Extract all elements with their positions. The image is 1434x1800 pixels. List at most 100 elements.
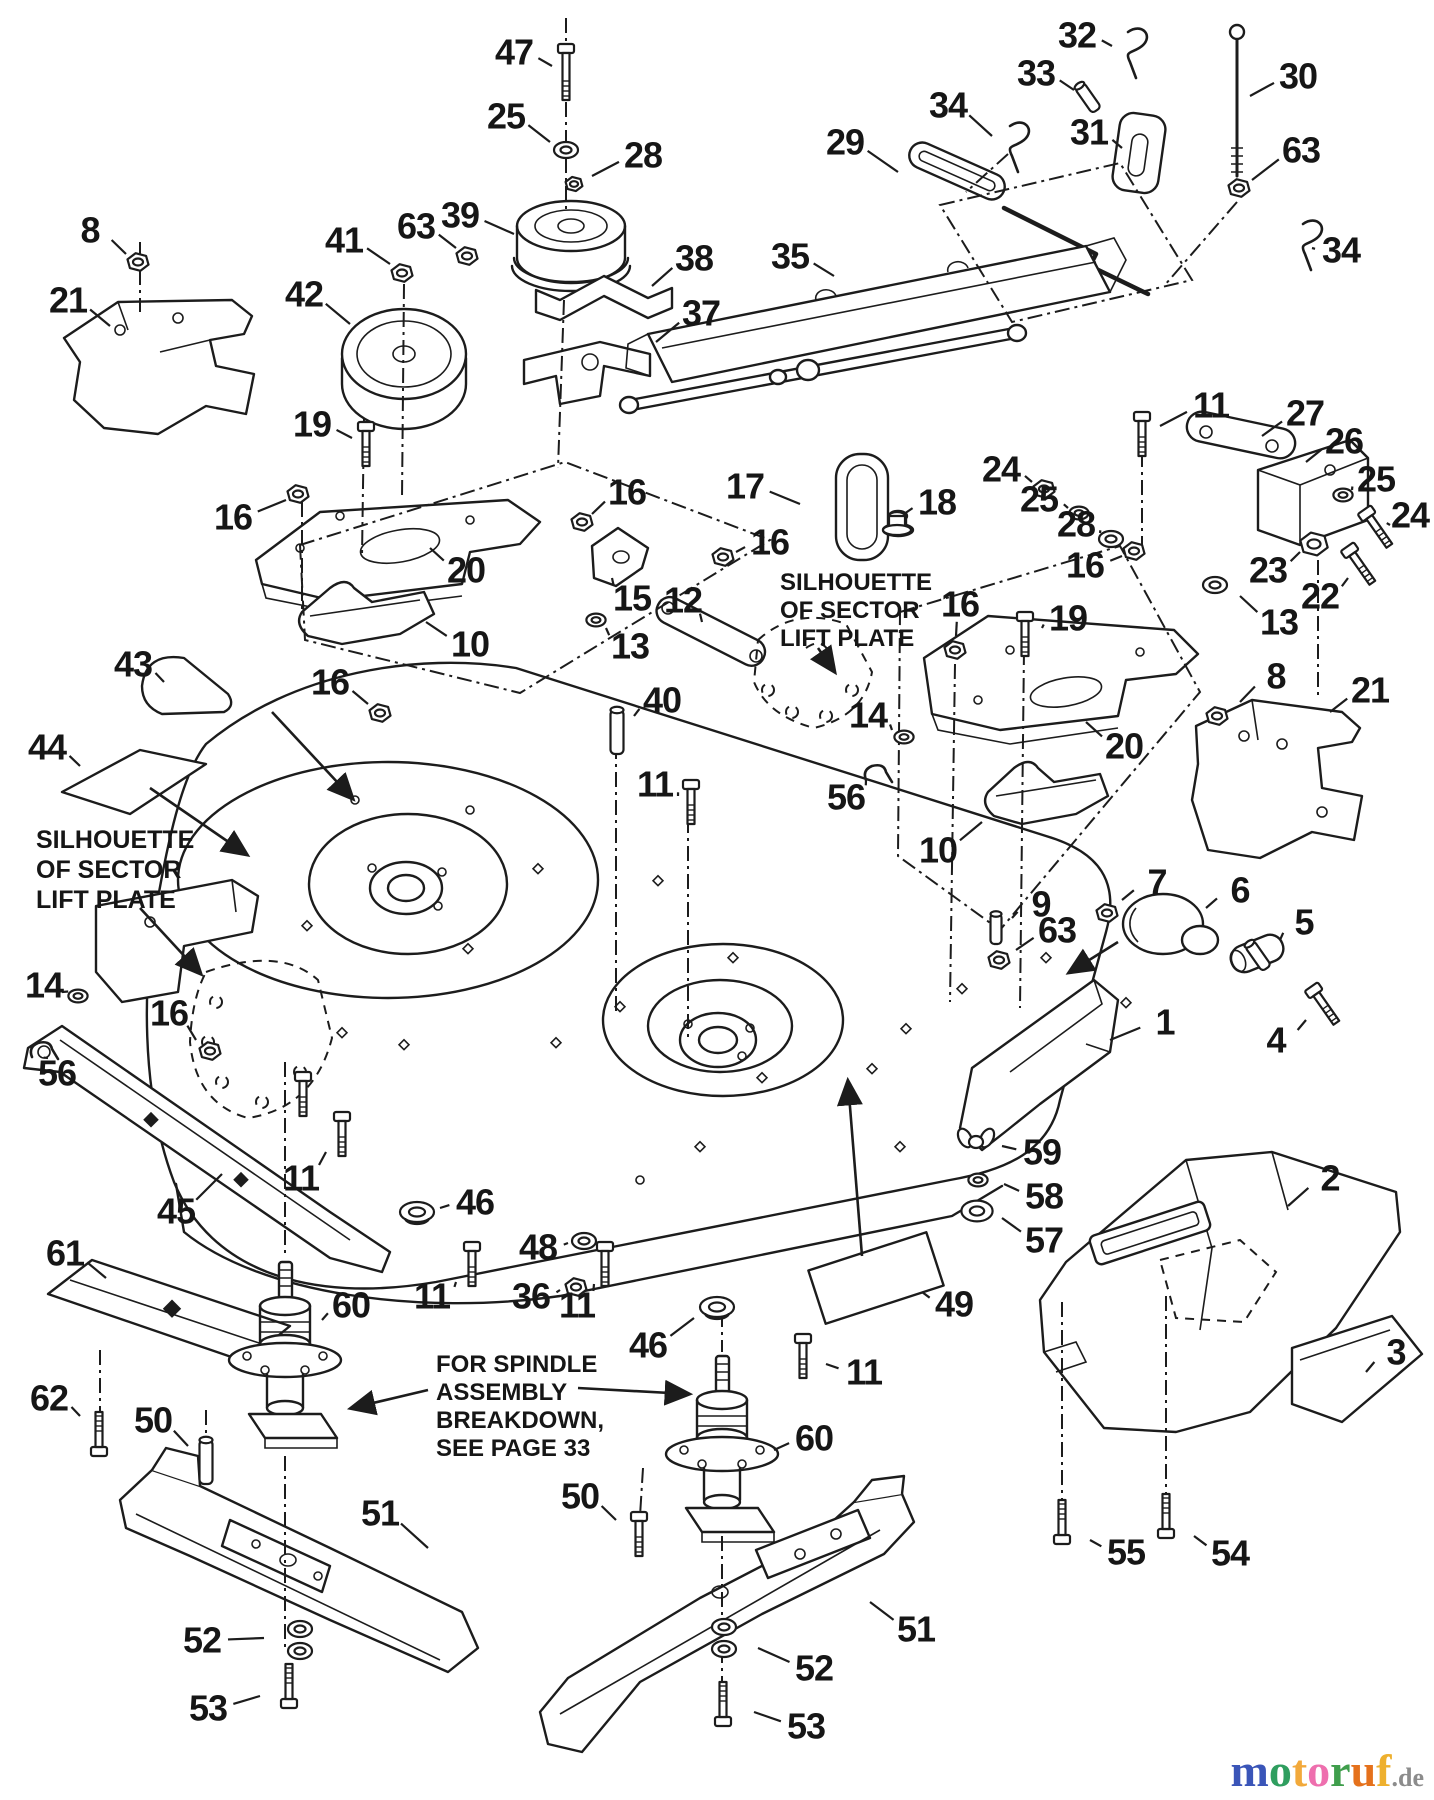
callout-41: 41	[325, 220, 364, 261]
leader-line-29	[866, 149, 899, 173]
callout-36: 36	[512, 1276, 550, 1317]
arrow-5	[577, 1379, 694, 1406]
leader-line-46	[439, 1203, 450, 1210]
leader-line-62	[70, 1406, 81, 1417]
leader-line-45	[195, 1173, 223, 1201]
bolt-icon	[356, 420, 376, 468]
callout-14: 14	[849, 695, 888, 736]
leader-line-53	[753, 1710, 782, 1723]
nut-icon	[286, 484, 310, 504]
leader-line-16	[1109, 554, 1123, 562]
bolt-ang-icon	[1304, 981, 1341, 1026]
callout-14: 14	[25, 965, 64, 1006]
decal-49	[807, 1231, 945, 1325]
pad-43	[140, 655, 233, 716]
idler-pulley-39	[510, 199, 632, 293]
leader-line-63	[1015, 936, 1035, 951]
leader-line-63	[438, 233, 457, 249]
leader-line-58	[1003, 1182, 1020, 1192]
callout-53: 53	[787, 1706, 825, 1747]
callout-20: 20	[447, 550, 485, 591]
callout-51: 51	[361, 1493, 400, 1534]
spindle_note-line-0: FOR SPINDLE	[436, 1351, 597, 1378]
belt-guard-1	[958, 978, 1120, 1152]
leader-line-16	[186, 1025, 197, 1041]
arrow-3	[809, 644, 837, 676]
leader-line-17	[769, 490, 801, 506]
pad-44	[60, 748, 208, 816]
bolt-ang-icon	[1357, 504, 1394, 549]
sector-lift-plate-silhouette-right	[752, 616, 874, 730]
leader-line-8	[1239, 685, 1256, 703]
leader-line-18	[903, 507, 914, 515]
watermark-letter: t	[1291, 1745, 1308, 1796]
silhouette_left-line-1: OF SECTOR	[36, 856, 181, 884]
bolt-icon	[793, 1332, 813, 1380]
leader-line-11	[453, 1281, 458, 1288]
bolt-icon	[332, 1110, 352, 1158]
deflector-3	[1290, 1314, 1424, 1424]
callout-25: 25	[1020, 479, 1059, 520]
callout-18: 18	[918, 482, 956, 523]
side-rail-45	[22, 1024, 392, 1274]
bolt-icon	[1015, 610, 1035, 658]
callout-63: 63	[397, 206, 435, 247]
callout-22: 22	[1301, 576, 1339, 617]
callout-57: 57	[1025, 1220, 1063, 1261]
callout-3: 3	[1386, 1332, 1405, 1373]
leader-line-54	[1193, 1535, 1208, 1547]
callout-16: 16	[941, 584, 979, 625]
leader-line-31	[1111, 139, 1123, 149]
callout-46: 46	[456, 1182, 494, 1223]
reinforcement-plate-20-right	[922, 614, 1200, 745]
callout-16: 16	[214, 497, 252, 538]
silhouette_left-line-2: LIFT PLATE	[36, 886, 176, 914]
callout-19: 19	[1049, 598, 1087, 639]
callout-17: 17	[726, 466, 764, 507]
watermark-suffix: .de	[1391, 1763, 1425, 1792]
watermark-logo: motoruf.de	[1231, 1748, 1425, 1794]
leader-line-49	[921, 1291, 931, 1299]
leader-line-19	[1041, 623, 1045, 629]
leader-line-21	[89, 308, 111, 327]
nut-icon	[455, 246, 479, 266]
callout-13: 13	[1260, 602, 1298, 643]
nut-icon	[1095, 903, 1119, 923]
leader-line-47	[537, 57, 553, 67]
washer2-icon	[286, 1619, 314, 1661]
callout-1: 1	[1155, 1002, 1175, 1043]
leader-line-15	[610, 577, 615, 586]
callout-13: 13	[611, 626, 649, 667]
callout-31: 31	[1070, 112, 1109, 153]
spindle_note-line-2: BREAKDOWN,	[436, 1407, 604, 1434]
leader-line-3	[1365, 1361, 1376, 1373]
washer-sm-icon	[1068, 505, 1090, 521]
washer-icon	[1097, 529, 1125, 549]
leader-line-42	[325, 302, 351, 325]
leader-line-39	[484, 219, 515, 236]
callout-47: 47	[495, 32, 533, 73]
leader-line-60	[773, 1442, 790, 1452]
watermark-letter: f	[1376, 1745, 1392, 1796]
callout-9: 9	[1031, 884, 1050, 925]
washer-sm-icon	[893, 729, 915, 745]
silhouette_right-line-2: LIFT PLATE	[780, 625, 914, 652]
spindle_note-line-3: SEE PAGE 33	[436, 1435, 590, 1462]
callout-11: 11	[283, 1158, 320, 1199]
leader-line-16	[257, 498, 287, 513]
leader-line-1	[1109, 1026, 1141, 1042]
leader-line-50	[173, 1429, 189, 1447]
callout-19: 19	[293, 404, 331, 445]
callout-56: 56	[38, 1053, 76, 1094]
leader-line-43	[154, 672, 165, 683]
leader-line-5	[1278, 932, 1285, 941]
leader-line-13	[604, 627, 611, 636]
leader-line-11	[1159, 410, 1188, 427]
callout-52: 52	[795, 1648, 833, 1689]
washer-icon	[1201, 575, 1229, 595]
sector-link-12	[655, 595, 767, 667]
leader-line-24	[1386, 522, 1391, 526]
callout-40: 40	[643, 680, 681, 721]
leader-line-44	[68, 755, 81, 767]
